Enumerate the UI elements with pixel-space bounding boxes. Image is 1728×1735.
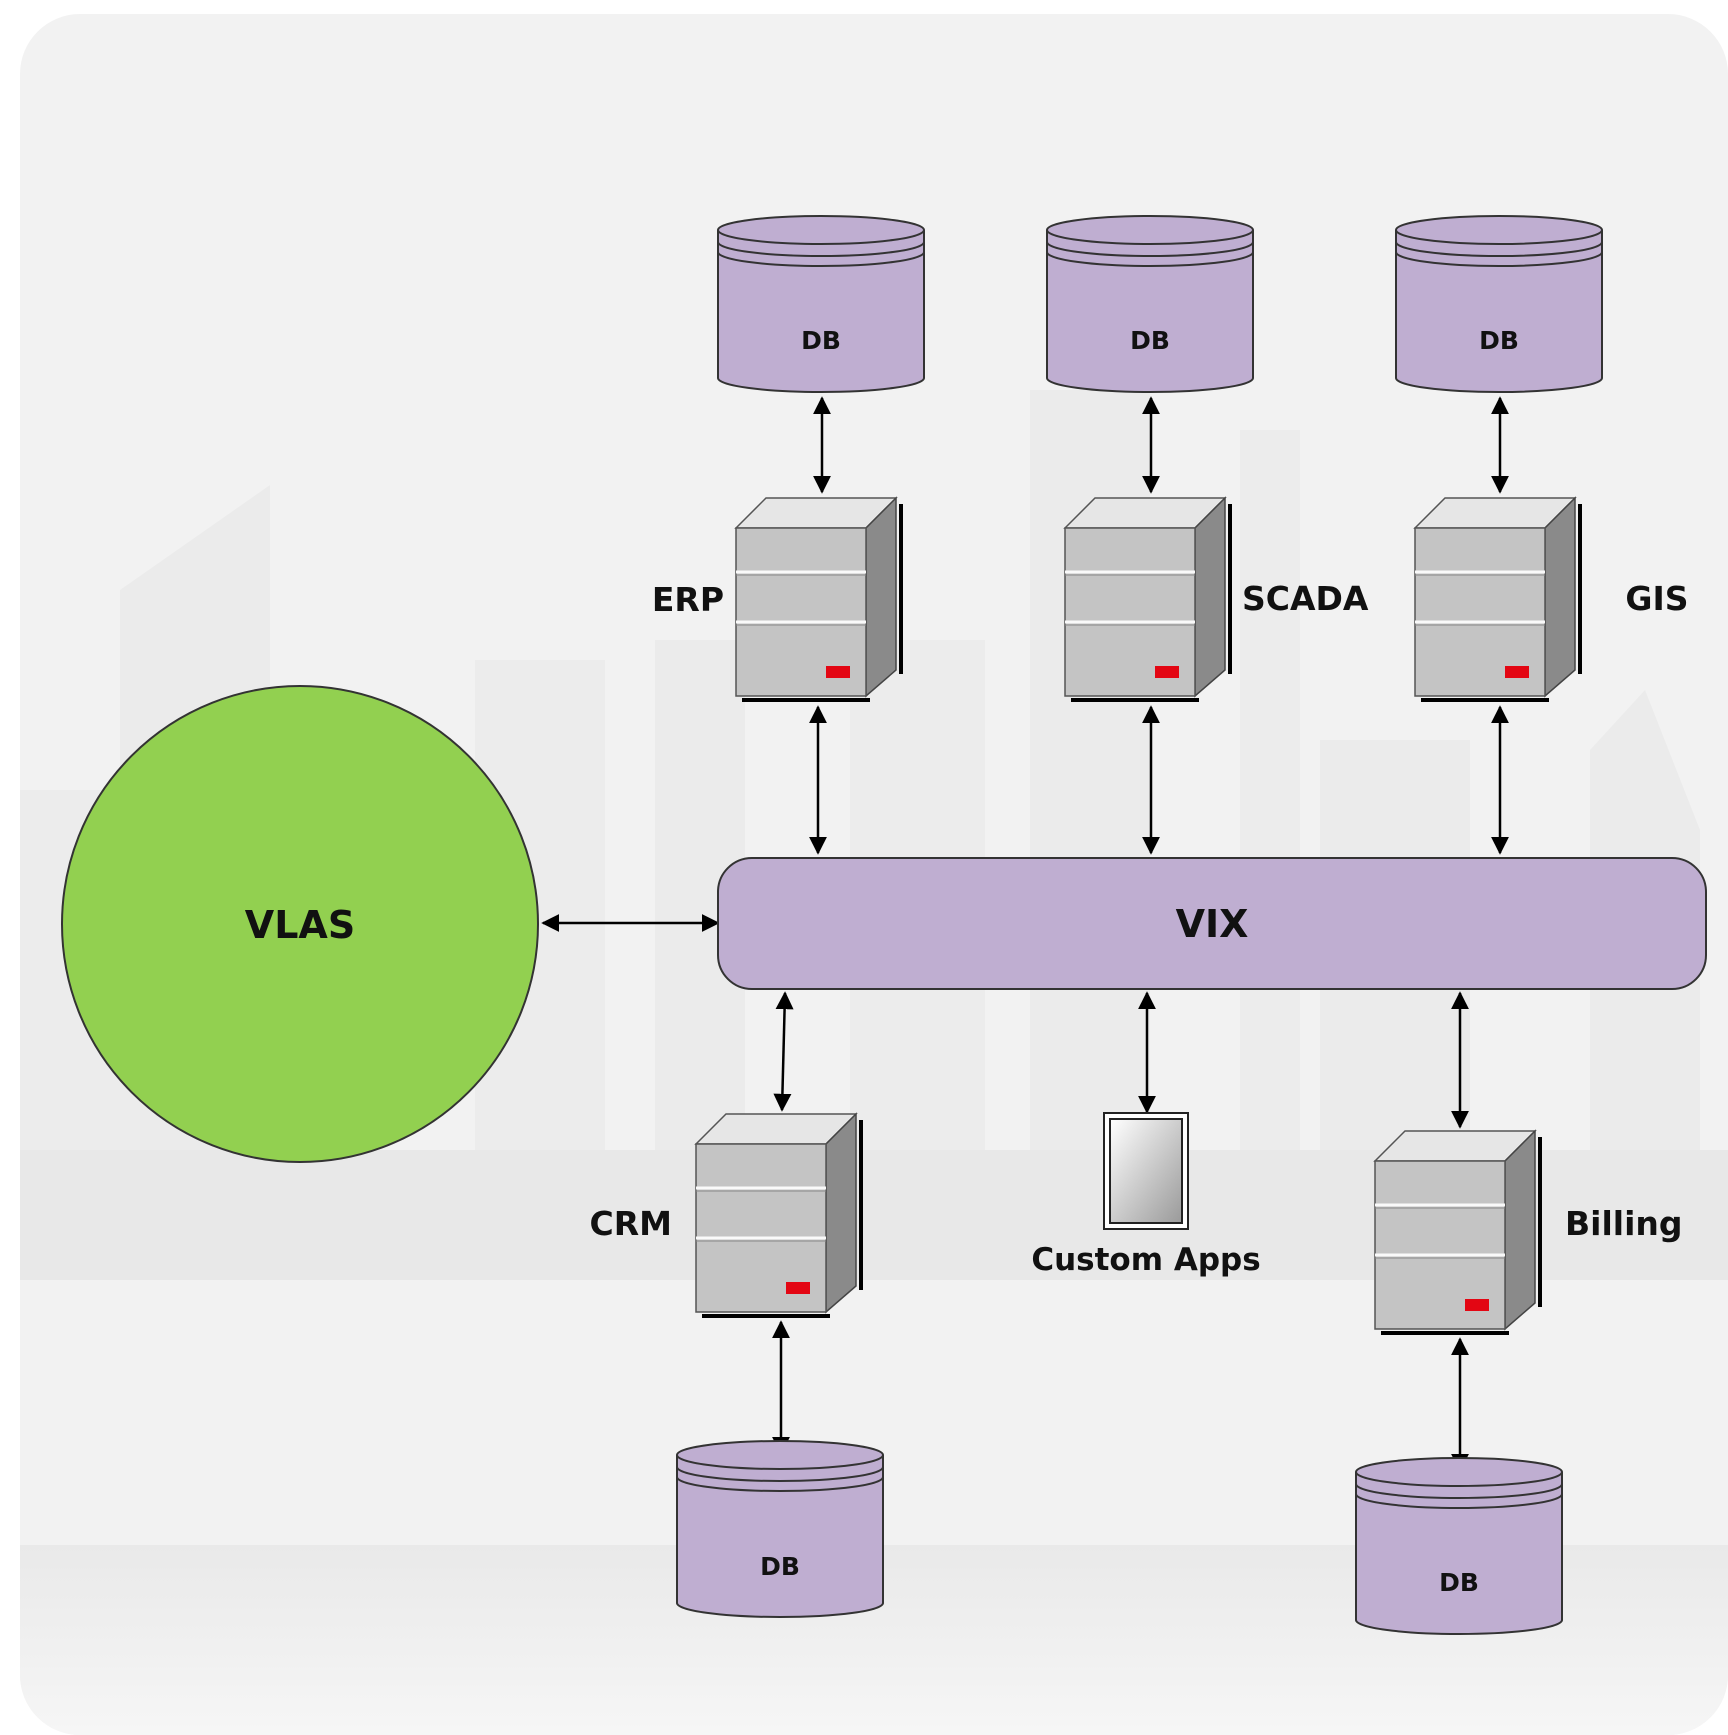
db-ring — [1046, 241, 1254, 257]
connector-vix-crm — [773, 991, 794, 1112]
db-ring — [1046, 251, 1254, 267]
db-label-billing: DB — [1439, 1568, 1479, 1597]
server-side — [865, 496, 897, 698]
db-body — [1355, 1472, 1563, 1635]
server-scada — [1063, 496, 1232, 702]
db-ring — [717, 251, 925, 267]
database-scada — [1046, 215, 1254, 393]
db-label-erp: DB — [801, 326, 841, 355]
vix-bus: VIX — [717, 857, 1707, 990]
billing-label: Billing — [1565, 1204, 1683, 1243]
vix-bar — [717, 857, 1707, 990]
db-body — [1395, 230, 1603, 393]
server-status-light — [1465, 1299, 1489, 1311]
server-status-light — [1505, 666, 1529, 678]
db-top — [1046, 215, 1254, 245]
db-top — [1395, 215, 1603, 245]
server-gis — [1413, 496, 1582, 702]
db-top — [717, 215, 925, 245]
db-body — [717, 230, 925, 393]
server-status-light — [1155, 666, 1179, 678]
db-ring — [676, 1466, 884, 1482]
db-ring — [1355, 1483, 1563, 1499]
db-ring — [1355, 1493, 1563, 1509]
db-ring — [676, 1476, 884, 1492]
db-label-crm: DB — [760, 1552, 800, 1581]
server-side — [1504, 1129, 1536, 1331]
db-label-gis: DB — [1479, 326, 1519, 355]
vlas-node: VLAS — [61, 685, 539, 1163]
server-status-light — [786, 1282, 810, 1294]
db-body — [1046, 230, 1254, 393]
db-top — [676, 1440, 884, 1470]
erp-label: ERP — [652, 580, 724, 619]
gis-label: GIS — [1625, 579, 1688, 618]
server-crm — [694, 1112, 863, 1318]
db-ring — [1395, 251, 1603, 267]
vlas-circle — [61, 685, 539, 1163]
database-erp — [717, 215, 925, 393]
crm-label: CRM — [590, 1204, 672, 1243]
database-crm — [676, 1440, 884, 1618]
database-gis — [1395, 215, 1603, 393]
db-label-scada: DB — [1130, 326, 1170, 355]
server-status-light — [826, 666, 850, 678]
server-side — [825, 1112, 857, 1314]
custom-apps-device — [1103, 1112, 1189, 1230]
db-ring — [1395, 241, 1603, 257]
custom-apps-label: Custom Apps — [1031, 1242, 1260, 1278]
server-side — [1194, 496, 1226, 698]
vlas-label: VLAS — [245, 903, 355, 947]
server-billing — [1373, 1129, 1542, 1335]
db-ring — [717, 241, 925, 257]
db-body — [676, 1455, 884, 1618]
scada-label: SCADA — [1242, 579, 1369, 618]
db-top — [1355, 1457, 1563, 1487]
server-erp — [734, 496, 903, 702]
vix-label: VIX — [1176, 902, 1249, 946]
server-side — [1544, 496, 1576, 698]
database-billing — [1355, 1457, 1563, 1635]
connectors — [541, 396, 1509, 1472]
